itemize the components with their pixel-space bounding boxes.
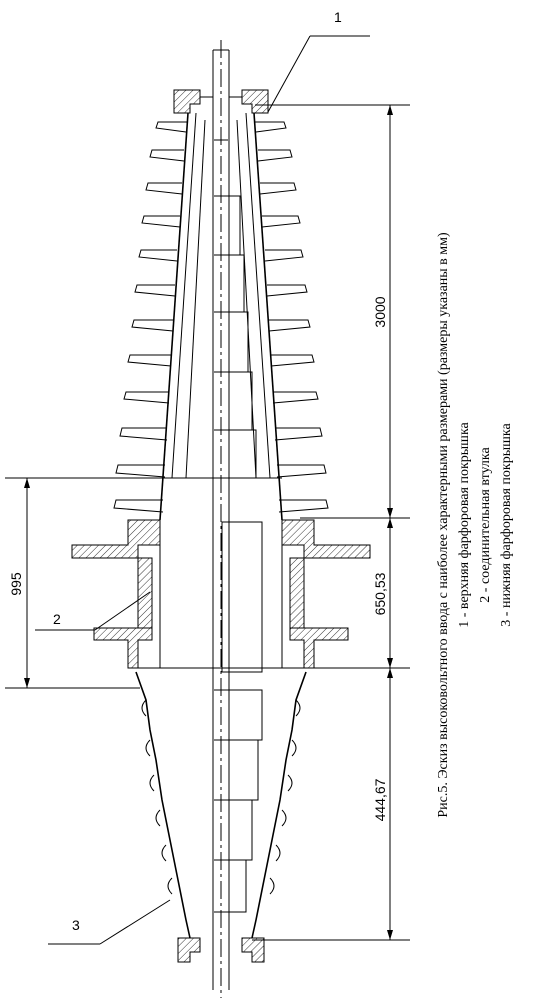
callout-2: 2 [53,611,61,627]
lower-porcelain-insulator [135,671,307,963]
central-conductor [212,40,230,998]
callout-3: 3 [72,917,80,933]
upper-porcelain-insulator [113,112,329,521]
top-cap [173,89,269,114]
callout-1: 1 [334,9,342,25]
caption-item-2: 2 - соединительная втулка [478,447,493,603]
dimension-lines [5,104,410,941]
figure-caption-title: Рис.5. Эскиз высоковольтного ввода с наи… [436,232,451,818]
dimension-middle-label: 650,53 [372,572,388,615]
callout-leaders [35,35,370,945]
connecting-sleeve [71,477,371,673]
dimension-upper-label: 3000 [372,296,388,327]
caption-item-1: 1 - верхняя фарфоровая покрышка [457,421,472,627]
dimension-lower-label: 444,67 [372,778,388,821]
caption-item-3: 3 - нижняя фарфоровая покрышка [499,423,514,627]
dimension-left-label: 995 [8,572,24,596]
